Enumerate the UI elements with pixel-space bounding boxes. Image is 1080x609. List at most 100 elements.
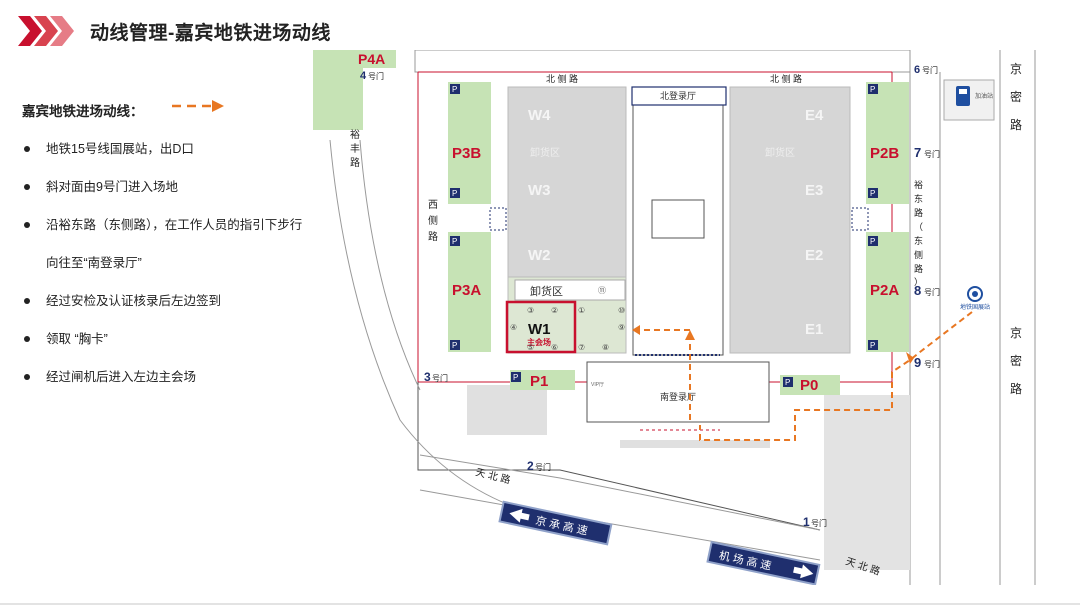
- svg-text:P: P: [870, 341, 875, 350]
- page-title: 动线管理-嘉宾地铁进场动线: [90, 23, 331, 44]
- svg-text:P: P: [870, 85, 875, 94]
- parking-p3a-label: P3A: [452, 282, 481, 299]
- hall-w1-sub-label: 主会场: [527, 337, 551, 347]
- svg-text:1: 1: [803, 515, 810, 529]
- svg-text:4: 4: [360, 70, 367, 82]
- bullet-icon: [24, 184, 30, 190]
- bullet-icon: [24, 374, 30, 380]
- svg-text:⑤: ⑤: [527, 343, 534, 352]
- svg-text:P: P: [785, 378, 790, 387]
- svg-text:号门: 号门: [811, 518, 827, 528]
- svg-text:加油站: 加油站: [975, 92, 993, 100]
- svg-text:侧: 侧: [914, 249, 923, 260]
- svg-text:3: 3: [424, 370, 431, 384]
- unload-e3-label: 卸货区: [765, 146, 795, 159]
- svg-text:路: 路: [914, 263, 923, 274]
- svg-text:P: P: [452, 237, 457, 246]
- route-arrow-icon: [172, 100, 224, 112]
- svg-text:东: 东: [914, 235, 923, 246]
- step-item: 经过安检及认证核录后左边签到: [22, 292, 322, 310]
- west-road-label-2: 侧: [428, 214, 438, 227]
- hall-e4-label: E4: [805, 107, 824, 124]
- unload-w1-label: 卸货区: [530, 284, 563, 298]
- bullet-icon: [24, 298, 30, 304]
- svg-text:号门: 号门: [924, 359, 940, 369]
- svg-text:）: ）: [914, 277, 923, 287]
- svg-text:P: P: [452, 341, 457, 350]
- svg-text:6: 6: [914, 64, 920, 76]
- svg-text:②: ②: [551, 306, 558, 315]
- svg-text:9: 9: [914, 355, 921, 370]
- step-list: 地铁15号线国展站，出D口 斜对面由9号门进入场地 沿裕东路（东侧路），在工作人…: [22, 140, 322, 384]
- parking-icon: P P P P P P P P P P: [450, 84, 878, 387]
- svg-text:④: ④: [510, 323, 517, 332]
- svg-text:号门: 号门: [368, 71, 384, 81]
- west-road-label-3: 路: [428, 230, 438, 243]
- north-road-left-label: 北 侧 路: [546, 73, 578, 84]
- svg-text:号门: 号门: [535, 462, 551, 472]
- hall-w3-label: W3: [528, 182, 551, 199]
- hall-w1-label: W1: [528, 321, 551, 338]
- svg-text:路: 路: [1010, 381, 1022, 396]
- svg-text:P: P: [870, 189, 875, 198]
- svg-text:8: 8: [914, 283, 921, 298]
- svg-text:①: ①: [578, 306, 585, 315]
- svg-text:密: 密: [1010, 89, 1022, 104]
- svg-text:号门: 号门: [922, 65, 938, 75]
- svg-text:⑩: ⑩: [618, 306, 625, 315]
- bullet-icon: [24, 222, 30, 228]
- legend-title: 嘉宾地铁进场动线：: [22, 104, 144, 119]
- parking-p2a-label: P2A: [870, 282, 899, 299]
- south-lobby-label: 南登录厅: [660, 391, 696, 402]
- guest-route-path: [632, 311, 973, 441]
- parking-p2b-label: P2B: [870, 145, 899, 162]
- svg-text:号门: 号门: [924, 287, 940, 297]
- north-lobby-label: 北登录厅: [660, 91, 696, 101]
- svg-text:号门: 号门: [432, 373, 448, 383]
- svg-text:⑦: ⑦: [578, 343, 585, 352]
- parking-p1-label: P1: [530, 373, 548, 390]
- svg-text:⑥: ⑥: [551, 343, 558, 352]
- hall-w4-label: W4: [528, 107, 551, 124]
- svg-text:P: P: [513, 373, 518, 382]
- parking-p4a-label: P4A: [358, 51, 385, 67]
- svg-text:路: 路: [914, 207, 923, 218]
- svg-text:P: P: [452, 85, 457, 94]
- step-item: 沿裕东路（东侧路），在工作人员的指引下步行: [22, 216, 322, 234]
- step-item: 经过闸机后进入左边主会场: [22, 368, 322, 386]
- step-item: 地铁15号线国展站，出D口: [22, 140, 322, 158]
- svg-text:⑪: ⑪: [598, 286, 606, 295]
- parking-p0-label: P0: [800, 377, 818, 394]
- chevron-logo-icon: [18, 16, 74, 46]
- hall-e2-label: E2: [805, 247, 823, 264]
- unload-w4-label: 卸货区: [530, 146, 560, 159]
- metro-station-icon: 地铁国展站: [960, 286, 990, 311]
- step-item-continued: 向往至“南登录厅”: [46, 256, 142, 270]
- step-item: 斜对面由9号门进入场地: [22, 178, 322, 196]
- hall-w2-label: W2: [528, 247, 551, 264]
- north-road-right-label: 北 侧 路: [770, 73, 802, 84]
- svg-text:丰: 丰: [350, 142, 360, 155]
- svg-text:密: 密: [1010, 353, 1022, 368]
- svg-text:⑨: ⑨: [618, 323, 625, 332]
- venue-map: W4 W3 W2 E4 E3 E2 E1 卸货区 卸货区 卸货区 W1 主会场 …: [313, 50, 1040, 585]
- svg-text:京: 京: [1010, 62, 1022, 76]
- svg-text:2: 2: [527, 459, 534, 473]
- legend: 嘉宾地铁进场动线：: [22, 100, 144, 120]
- bullet-icon: [24, 336, 30, 342]
- svg-text:号门: 号门: [924, 149, 940, 159]
- svg-text:裕: 裕: [350, 128, 360, 141]
- svg-text:P: P: [452, 189, 457, 198]
- footer-divider: [0, 603, 1080, 605]
- gas-station-icon: 加油站: [956, 86, 993, 106]
- svg-text:路: 路: [1010, 117, 1022, 132]
- hall-e1-label: E1: [805, 321, 823, 338]
- svg-text:京: 京: [1010, 326, 1022, 340]
- svg-text:P: P: [870, 237, 875, 246]
- svg-text:③: ③: [527, 306, 534, 315]
- vip-label: VIP厅: [591, 382, 604, 388]
- header: 动线管理-嘉宾地铁进场动线: [0, 0, 1080, 52]
- svg-text:裕: 裕: [914, 179, 923, 190]
- svg-text:（: （: [914, 222, 923, 232]
- step-item: 领取 “胸卡”: [22, 330, 322, 348]
